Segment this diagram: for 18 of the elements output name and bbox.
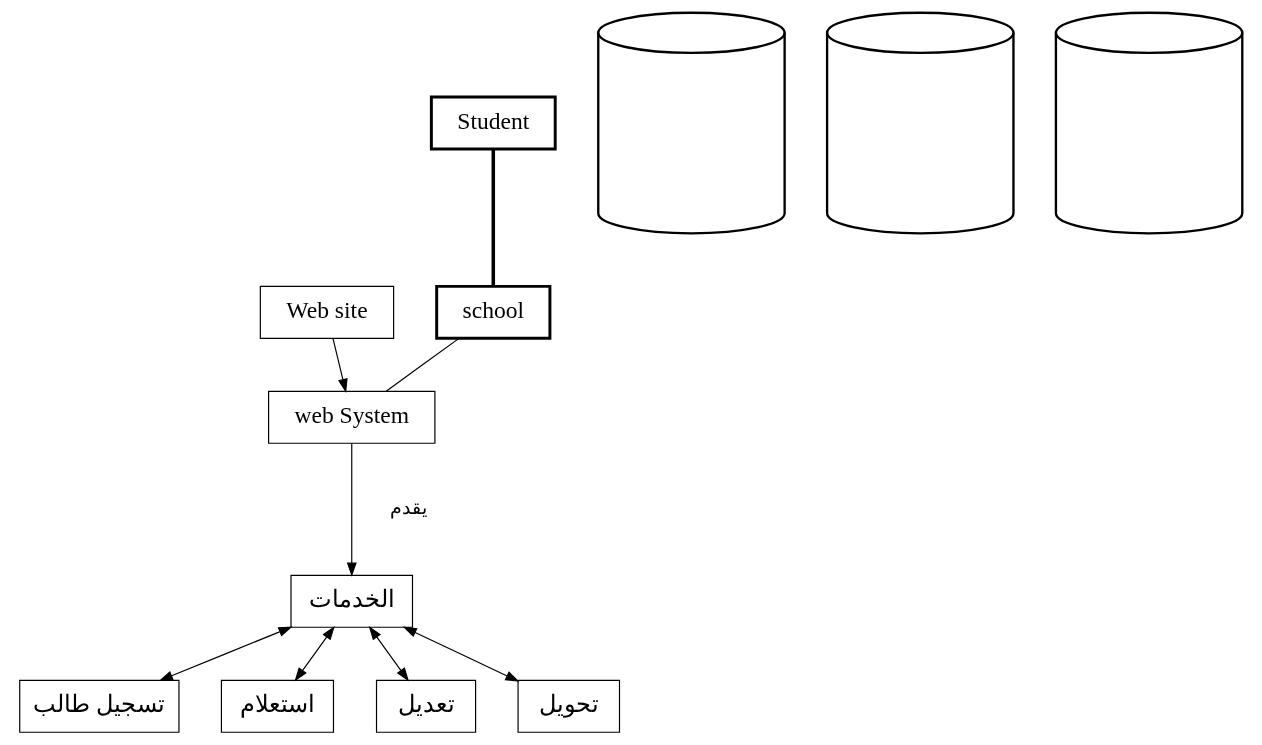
- node-box: الخدمات: [290, 574, 414, 628]
- node-box: web System: [268, 390, 436, 444]
- node-box: Web site: [259, 285, 395, 339]
- arrow: [158, 626, 293, 681]
- node-box: استعلام: [220, 679, 335, 733]
- node-box: Student: [429, 95, 557, 151]
- arrow: [402, 626, 520, 682]
- arrow: [368, 625, 410, 682]
- node-box: تسجيل طالب: [19, 679, 180, 733]
- node-box: تعديل: [375, 679, 477, 733]
- connector: [491, 149, 496, 287]
- node-box: school: [435, 284, 552, 340]
- arrow: [294, 625, 335, 682]
- connector: [385, 337, 460, 392]
- arrow: [332, 337, 348, 393]
- arrow: [346, 442, 357, 577]
- node-box: تحويل: [517, 679, 621, 733]
- edge-label: يقدم: [390, 496, 428, 518]
